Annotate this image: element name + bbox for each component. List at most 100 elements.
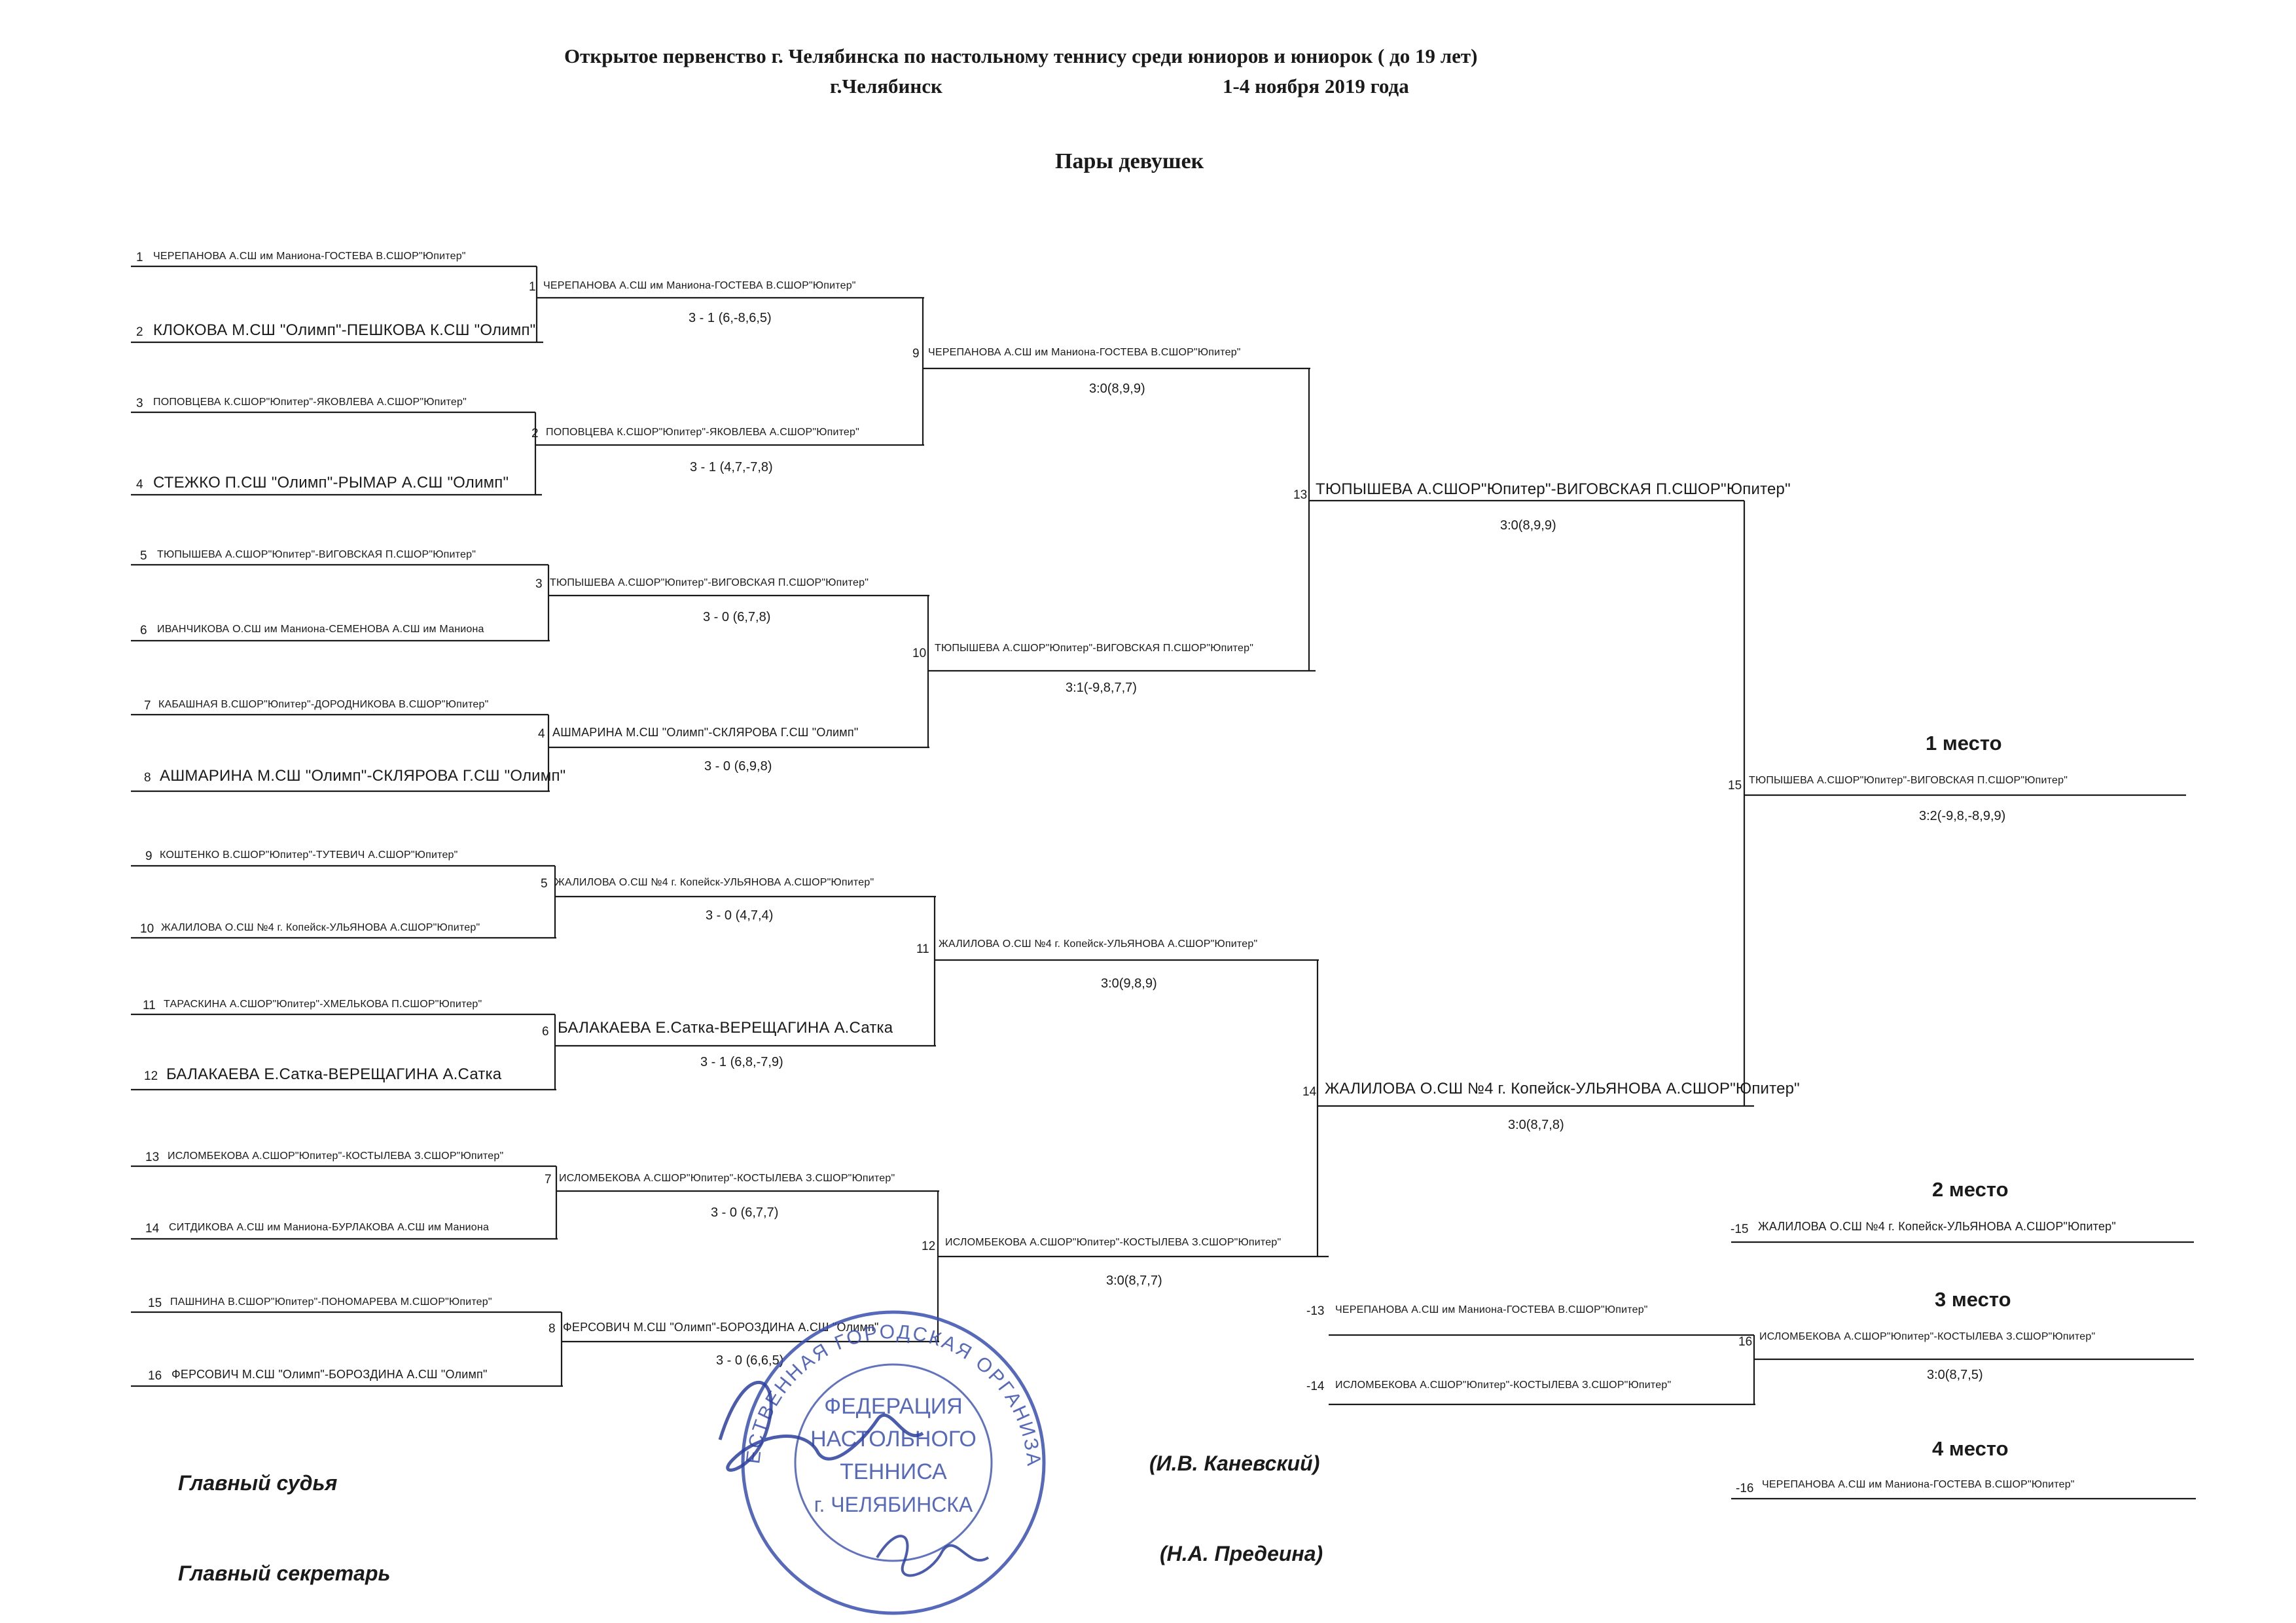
entry-pair: ПОПОВЦЕВА К.СШОР"Юпитер"-ЯКОВЛЕВА А.СШОР… bbox=[153, 397, 467, 408]
svg-text:ФЕДЕРАЦИЯ: ФЕДЕРАЦИЯ bbox=[824, 1394, 962, 1419]
entry-pair: ИВАНЧИКОВА О.СШ им Маниона-СЕМЕНОВА А.СШ… bbox=[157, 624, 484, 635]
third-match-entry: ИСЛОМБЕКОВА А.СШОР"Юпитер"-КОСТЫЛЕВА З.С… bbox=[1335, 1380, 1672, 1391]
match-number: 12 bbox=[922, 1240, 936, 1253]
match-score: 3 - 0 (6,9,8) bbox=[704, 759, 772, 774]
category-title: Пары девушек bbox=[1055, 149, 1204, 173]
entry-pair: АШМАРИНА М.СШ "Олимп"-СКЛЯРОВА Г.СШ "Оли… bbox=[160, 767, 566, 785]
match-number: 15 bbox=[1728, 779, 1742, 793]
match-winner: ФЕРСОВИЧ М.СШ "Олимп"-БОРОЗДИНА А.СШ "Ол… bbox=[563, 1321, 879, 1334]
svg-text:ТЕННИСА: ТЕННИСА bbox=[840, 1459, 947, 1484]
seed-number: 3 bbox=[136, 397, 143, 410]
match-number: 6 bbox=[542, 1025, 549, 1039]
seed-number: 7 bbox=[144, 699, 151, 713]
seed-number: 2 bbox=[136, 325, 143, 339]
seed-number: 16 bbox=[148, 1369, 162, 1383]
entry-pair: ПАШНИНА В.СШОР"Юпитер"-ПОНОМАРЕВА М.СШОР… bbox=[170, 1296, 492, 1308]
match-score: 3:1(-9,8,7,7) bbox=[1066, 681, 1137, 695]
match-score: 3:0(8,9,9) bbox=[1089, 382, 1145, 396]
match-number: 8 bbox=[548, 1322, 556, 1336]
event-title: Открытое первенство г. Челябинска по нас… bbox=[564, 45, 1478, 67]
place-code: -16 bbox=[1736, 1482, 1754, 1495]
match-number: 2 bbox=[531, 427, 539, 440]
second-place-label: 2 место bbox=[1932, 1178, 2009, 1201]
entry-pair: БАЛАКАЕВА Е.Сатка-ВЕРЕЩАГИНА А.Сатка bbox=[166, 1065, 502, 1083]
match-winner: ТЮПЫШЕВА А.СШОР"Юпитер"-ВИГОВСКАЯ П.СШОР… bbox=[1316, 480, 1791, 498]
match-winner: ТЮПЫШЕВА А.СШОР"Юпитер"-ВИГОВСКАЯ П.СШОР… bbox=[550, 577, 869, 588]
match-number: 1 bbox=[529, 280, 536, 294]
match-winner: ЖАЛИЛОВА О.СШ №4 г. Копейск-УЛЬЯНОВА А.С… bbox=[1325, 1080, 1800, 1097]
entry-pair: КАБАШНАЯ В.СШОР"Юпитер"-ДОРОДНИКОВА В.СШ… bbox=[158, 699, 489, 710]
event-city: г.Челябинск bbox=[830, 75, 942, 98]
judge-name: (И.В. Каневский) bbox=[1149, 1452, 1320, 1475]
seed-number: 6 bbox=[140, 624, 147, 637]
federation-stamp: ОБЩЕСТВЕННАЯ ГОРОДСКАЯ ОРГАНИЗАЦИЯ ФЕДЕР… bbox=[707, 1276, 1046, 1615]
entry-pair: ТЮПЫШЕВА А.СШОР"Юпитер"-ВИГОВСКАЯ П.СШОР… bbox=[157, 549, 476, 560]
match-number: 10 bbox=[912, 647, 927, 660]
third-place-score: 3:0(8,7,5) bbox=[1927, 1368, 1983, 1382]
svg-text:НАСТОЛЬНОГО: НАСТОЛЬНОГО bbox=[810, 1427, 977, 1452]
match-number: 3 bbox=[535, 577, 543, 591]
match-score: 3:0(8,9,9) bbox=[1500, 518, 1556, 533]
seed-number: 5 bbox=[140, 549, 147, 563]
entry-pair: СТЕЖКО П.СШ "Олимп"-РЫМАР А.СШ "Олимп" bbox=[153, 474, 509, 491]
entry-pair: ЖАЛИЛОВА О.СШ №4 г. Копейск-УЛЬЯНОВА А.С… bbox=[161, 922, 480, 933]
match-winner: ИСЛОМБЕКОВА А.СШОР"Юпитер"-КОСТЫЛЕВА З.С… bbox=[945, 1237, 1282, 1248]
final-winner: ТЮПЫШЕВА А.СШОР"Юпитер"-ВИГОВСКАЯ П.СШОР… bbox=[1749, 775, 2068, 786]
match-winner: ТЮПЫШЕВА А.СШОР"Юпитер"-ВИГОВСКАЯ П.СШОР… bbox=[935, 643, 1254, 654]
match-score: 3 - 1 (6,-8,6,5) bbox=[689, 311, 772, 325]
seed-number: 13 bbox=[145, 1150, 160, 1164]
match-winner: ПОПОВЦЕВА К.СШОР"Юпитер"-ЯКОВЛЕВА А.СШОР… bbox=[546, 427, 860, 438]
match-score: 3 - 0 (6,7,7) bbox=[711, 1205, 779, 1220]
svg-text:г. ЧЕЛЯБИНСКА: г. ЧЕЛЯБИНСКА bbox=[814, 1493, 973, 1516]
seed-number: 10 bbox=[140, 922, 154, 936]
match-number: 13 bbox=[1293, 488, 1308, 502]
final-score: 3:2(-9,8,-8,9,9) bbox=[1919, 809, 2006, 823]
match-winner: ЧЕРЕПАНОВА А.СШ им Маниона-ГОСТЕВА В.СШО… bbox=[928, 347, 1241, 358]
match-number: 9 bbox=[912, 347, 920, 361]
match-score: 3 - 1 (4,7,-7,8) bbox=[690, 460, 773, 474]
seed-number: 8 bbox=[144, 771, 151, 785]
match-number: 4 bbox=[538, 727, 545, 741]
seed-number: 1 bbox=[136, 251, 143, 264]
place-code: -14 bbox=[1306, 1380, 1325, 1393]
match-score: 3 - 1 (6,8,-7,9) bbox=[700, 1055, 783, 1069]
second-place-pair: ЖАЛИЛОВА О.СШ №4 г. Копейск-УЛЬЯНОВА А.С… bbox=[1758, 1220, 2116, 1233]
place-code: -13 bbox=[1306, 1304, 1325, 1318]
seed-number: 11 bbox=[143, 999, 156, 1012]
seed-number: 14 bbox=[145, 1222, 160, 1236]
match-score: 3:0(8,7,7) bbox=[1106, 1274, 1162, 1288]
judge-label: Главный судья bbox=[178, 1471, 338, 1495]
match-score: 3 - 0 (6,6,5) bbox=[716, 1353, 784, 1368]
match-winner: ЖАЛИЛОВА О.СШ №4 г. Копейск-УЛЬЯНОВА А.С… bbox=[555, 877, 874, 888]
third-place-label: 3 место bbox=[1935, 1288, 2011, 1311]
match-winner: ЖАЛИЛОВА О.СШ №4 г. Копейск-УЛЬЯНОВА А.С… bbox=[939, 938, 1258, 950]
seed-number: 4 bbox=[136, 478, 143, 491]
match-score: 3 - 0 (6,7,8) bbox=[703, 610, 771, 624]
seed-number: 12 bbox=[144, 1069, 158, 1083]
match-number: 5 bbox=[541, 877, 548, 891]
match-number: 11 bbox=[916, 942, 929, 956]
match-score: 3:0(8,7,8) bbox=[1508, 1118, 1564, 1132]
event-dates: 1-4 ноября 2019 года bbox=[1223, 75, 1409, 98]
seed-number: 15 bbox=[148, 1296, 162, 1310]
match-number: 14 bbox=[1302, 1085, 1317, 1099]
secretary-name: (Н.А. Предеина) bbox=[1160, 1542, 1323, 1565]
entry-pair: ИСЛОМБЕКОВА А.СШОР"Юпитер"-КОСТЫЛЕВА З.С… bbox=[168, 1150, 504, 1162]
entry-pair: КОШТЕНКО В.СШОР"Юпитер"-ТУТЕВИЧ А.СШОР"Ю… bbox=[160, 849, 458, 861]
match-score: 3:0(9,8,9) bbox=[1101, 976, 1157, 991]
entry-pair: ТАРАСКИНА А.СШОР"Юпитер"-ХМЕЛЬКОВА П.СШО… bbox=[164, 999, 482, 1010]
match-winner: ИСЛОМБЕКОВА А.СШОР"Юпитер"-КОСТЫЛЕВА З.С… bbox=[559, 1173, 895, 1184]
match-winner: ЧЕРЕПАНОВА А.СШ им Маниона-ГОСТЕВА В.СШО… bbox=[543, 280, 856, 291]
first-place-label: 1 место bbox=[1926, 732, 2002, 755]
match-number: 16 bbox=[1738, 1335, 1753, 1349]
place-code: -15 bbox=[1731, 1222, 1749, 1236]
match-number: 7 bbox=[545, 1173, 552, 1186]
entry-pair: ФЕРСОВИЧ М.СШ "Олимп"-БОРОЗДИНА А.СШ "Ол… bbox=[171, 1368, 488, 1381]
fourth-place-label: 4 место bbox=[1932, 1437, 2009, 1460]
third-match-entry: ЧЕРЕПАНОВА А.СШ им Маниона-ГОСТЕВА В.СШО… bbox=[1335, 1304, 1648, 1315]
match-winner: БАЛАКАЕВА Е.Сатка-ВЕРЕЩАГИНА А.Сатка bbox=[558, 1019, 893, 1037]
secretary-label: Главный секретарь bbox=[178, 1561, 391, 1585]
seed-number: 9 bbox=[145, 849, 152, 863]
third-place-winner: ИСЛОМБЕКОВА А.СШОР"Юпитер"-КОСТЫЛЕВА З.С… bbox=[1759, 1331, 2096, 1342]
